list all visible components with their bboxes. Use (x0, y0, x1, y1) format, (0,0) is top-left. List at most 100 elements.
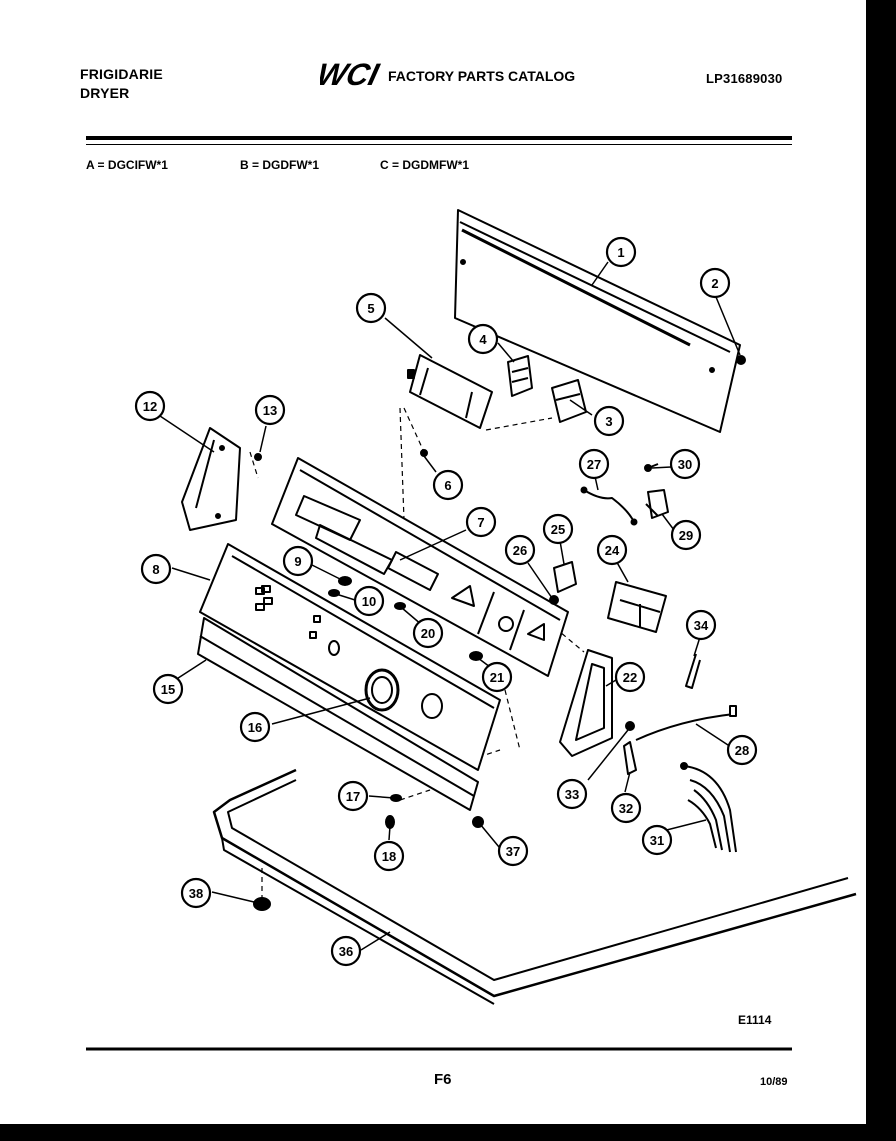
callout-label: 31 (650, 833, 664, 848)
callout-label: 38 (189, 886, 203, 901)
assembly-lines (249, 407, 585, 900)
callout-label: 37 (506, 844, 520, 859)
callout-3: 3 (593, 405, 625, 437)
callout-label: 22 (623, 670, 637, 685)
leader-lines (159, 261, 741, 951)
callout-circle (412, 617, 444, 649)
callout-label: 36 (339, 944, 353, 959)
callout-circle (140, 553, 172, 585)
exploded-parts-diagram: 1234567891012131516171820212224252627282… (86, 209, 857, 1051)
callout-circle (596, 534, 628, 566)
callout-circle (330, 935, 362, 967)
callout-label: 10 (362, 594, 376, 609)
callout-circle (467, 323, 499, 355)
callout-label: 21 (490, 670, 504, 685)
callout-33: 33 (556, 778, 588, 810)
part-25-switch (553, 561, 577, 593)
callout-22: 22 (614, 661, 646, 693)
callout-38: 38 (180, 877, 212, 909)
callout-circle (481, 661, 513, 693)
callout-30: 30 (669, 448, 701, 480)
callout-circle (542, 513, 574, 545)
part-28-wire (635, 713, 735, 741)
callout-17: 17 (337, 780, 369, 812)
part-13-screw (254, 453, 262, 461)
part-38-foot (253, 897, 271, 911)
callout-9: 9 (282, 545, 314, 577)
part-9-knob (338, 576, 352, 586)
callout-circle (578, 448, 610, 480)
part-3-switch (551, 379, 587, 423)
callout-16: 16 (239, 711, 271, 743)
callout-29: 29 (670, 519, 702, 551)
callout-circle (497, 835, 529, 867)
part-2-screw (736, 355, 746, 365)
parts-sheet: FRIGIDARIE DRYER WCI FACTORY PARTS CATAL… (0, 0, 866, 1124)
callout-circle (134, 390, 166, 422)
callout-label: 18 (382, 849, 396, 864)
callout-6: 6 (432, 469, 464, 501)
product-label: DRYER (80, 85, 130, 101)
callout-label: 17 (346, 789, 360, 804)
callout-circle (353, 585, 385, 617)
part-20-screw (394, 602, 406, 610)
callout-circle (373, 840, 405, 872)
header-rule-thin (86, 144, 792, 145)
scan-edge-marks (1, 952, 9, 1092)
callout-label: 32 (619, 801, 633, 816)
catalog-number: LP31689030 (706, 71, 783, 86)
callout-34: 34 (685, 609, 717, 641)
callout-circle (610, 792, 642, 824)
callout-circle (556, 778, 588, 810)
callout-label: 33 (565, 787, 579, 802)
callout-5: 5 (355, 292, 387, 324)
part-12-side-bracket (181, 427, 241, 531)
callout-circle (669, 448, 701, 480)
callout-label: 13 (263, 403, 277, 418)
callout-label: 1 (617, 245, 624, 260)
callout-label: 6 (444, 478, 451, 493)
callout-label: 26 (513, 543, 527, 558)
callout-circle (699, 267, 731, 299)
callout-24: 24 (596, 534, 628, 566)
part-24-timer (607, 581, 667, 633)
logo-text: WCI (320, 57, 383, 89)
callout-27: 27 (578, 448, 610, 480)
callout-28: 28 (726, 734, 758, 766)
callout-8: 8 (140, 553, 172, 585)
callout-circle (465, 506, 497, 538)
callout-36: 36 (330, 935, 362, 967)
callout-label: 28 (735, 743, 749, 758)
callout-37: 37 (497, 835, 529, 867)
callout-circle (605, 236, 637, 268)
callout-circle (337, 780, 369, 812)
callout-label: 30 (678, 457, 692, 472)
page-number: F6 (434, 1071, 452, 1088)
part-33-screw (625, 721, 635, 731)
callout-circle (282, 545, 314, 577)
callout-15: 15 (152, 673, 184, 705)
callout-label: 3 (605, 414, 612, 429)
callout-label: 8 (152, 562, 159, 577)
revision-date: 10/89 (760, 1076, 788, 1088)
diagram-code: E1114 (738, 1013, 772, 1027)
callout-18: 18 (373, 840, 405, 872)
header-rule-thick (86, 136, 792, 140)
callout-label: 7 (477, 515, 484, 530)
callout-2: 2 (699, 267, 731, 299)
callout-26: 26 (504, 534, 536, 566)
callout-label: 12 (143, 399, 157, 414)
model-c: C = DGDMFW*1 (380, 158, 470, 172)
callout-7: 7 (465, 506, 497, 538)
callout-1: 1 (605, 236, 637, 268)
callout-label: 15 (161, 682, 175, 697)
callout-circle (355, 292, 387, 324)
part-15-trim (197, 617, 479, 811)
part-5-bracket (407, 354, 493, 429)
brand-label: FRIGIDARIE (80, 66, 163, 82)
callout-label: 25 (551, 522, 565, 537)
callout-circle (726, 734, 758, 766)
part-1-rear-panel (454, 209, 741, 433)
part-7-control-panel (271, 457, 569, 677)
callout-circle (685, 609, 717, 641)
